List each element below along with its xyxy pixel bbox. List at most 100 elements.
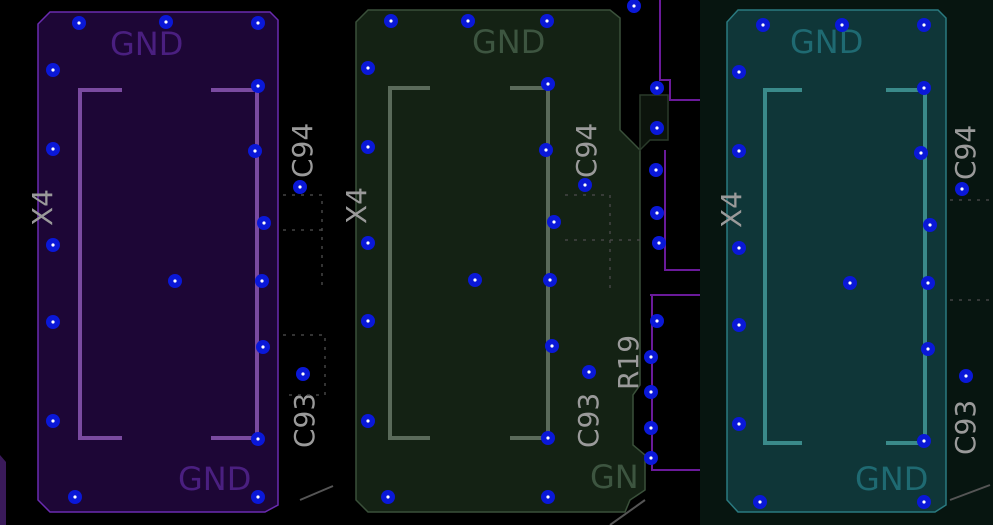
via-drill (366, 241, 370, 245)
via-drill (550, 344, 554, 348)
via-drill (301, 372, 305, 376)
via-drill (926, 281, 930, 285)
via-drill (928, 223, 932, 227)
x4-refdes: X4 (26, 189, 59, 226)
via-drill (544, 148, 548, 152)
green-layer-panel[interactable]: GND GN X4 C94 C93 R19 (340, 0, 700, 525)
via-drill (919, 151, 923, 155)
via-drill (473, 278, 477, 282)
edge-trace (949, 484, 991, 501)
via-drill (655, 126, 659, 130)
gnd-label-bottom: GND (178, 460, 251, 498)
gnd-label-top: GND (110, 25, 183, 63)
via-drill (655, 319, 659, 323)
c93-refdes: C93 (949, 400, 982, 455)
via-drill (737, 422, 741, 426)
via-drill (922, 23, 926, 27)
via-drill (366, 319, 370, 323)
purple-copper-pour[interactable] (37, 11, 279, 513)
via-drill (922, 86, 926, 90)
pad-outline-c94 (283, 194, 323, 290)
x4-outline-right (886, 88, 927, 445)
pad-outline-c94 (565, 194, 645, 290)
green-copper-pour[interactable] (355, 9, 646, 513)
via-drill (737, 246, 741, 250)
via-layer[interactable] (46, 0, 973, 509)
via-drill (256, 495, 260, 499)
teal-copper-pour[interactable] (726, 9, 947, 513)
via-drill (657, 241, 661, 245)
via-drill (649, 456, 653, 460)
edge-trace (609, 499, 646, 525)
via-drill (632, 4, 636, 8)
x4-outline-left (388, 86, 430, 440)
via-drill (848, 281, 852, 285)
via-drill (164, 20, 168, 24)
via-drill (545, 19, 549, 23)
gnd-label-bottom: GN (590, 458, 639, 496)
via-drill (964, 374, 968, 378)
gnd-label-bottom: GND (855, 460, 928, 498)
pad-outline-c93 (283, 334, 326, 396)
via-drill (649, 390, 653, 394)
via-drill (583, 183, 587, 187)
via-drill (546, 436, 550, 440)
via-drill (649, 355, 653, 359)
via-drill (366, 66, 370, 70)
via-drill (51, 147, 55, 151)
via-drill (960, 187, 964, 191)
via-drill (654, 168, 658, 172)
c94-refdes: C94 (570, 123, 603, 178)
via-drill (587, 370, 591, 374)
via-drill (389, 19, 393, 23)
via-drill (260, 279, 264, 283)
via-drill (649, 426, 653, 430)
via-drill (758, 500, 762, 504)
gnd-label-top: GND (472, 23, 545, 61)
via-drill (655, 211, 659, 215)
via-drill (840, 23, 844, 27)
via-drill (466, 19, 470, 23)
via-drill (761, 23, 765, 27)
r19-refdes: R19 (612, 335, 645, 390)
c93-refdes: C93 (572, 393, 605, 448)
x4-outline-left (78, 88, 122, 440)
c94-refdes: C94 (286, 123, 319, 178)
pad-outline-c94 (950, 199, 990, 301)
gnd-label-top: GND (790, 23, 863, 61)
via-drill (173, 279, 177, 283)
via-drill (256, 84, 260, 88)
via-drill (51, 68, 55, 72)
via-drill (546, 82, 550, 86)
via-drill (256, 437, 260, 441)
via-drill (737, 149, 741, 153)
via-drill (655, 86, 659, 90)
via-drill (73, 495, 77, 499)
via-drill (261, 345, 265, 349)
x4-outline-right (510, 86, 550, 440)
purple-trace-1 (659, 0, 700, 101)
via-drill (922, 439, 926, 443)
via-drill (256, 21, 260, 25)
teal-layer-panel[interactable]: GND GND X4 C94 C93 (700, 0, 993, 525)
via-drill (552, 220, 556, 224)
via-drill (546, 495, 550, 499)
x4-refdes: X4 (340, 187, 373, 224)
via-drill (253, 149, 257, 153)
edge-trace (299, 485, 334, 501)
c93-refdes: C93 (288, 393, 321, 448)
via-drill (737, 70, 741, 74)
x4-outline-right (211, 88, 259, 440)
via-drill (262, 221, 266, 225)
via-drill (51, 320, 55, 324)
via-drill (548, 278, 552, 282)
via-drill (77, 21, 81, 25)
purple-trace-2 (664, 150, 700, 271)
via-drill (51, 419, 55, 423)
via-drill (922, 500, 926, 504)
purple-layer-panel[interactable]: GND GND X4 C94 C93 (0, 11, 334, 525)
x4-outline-left (763, 88, 802, 445)
c94-refdes: C94 (949, 125, 982, 180)
